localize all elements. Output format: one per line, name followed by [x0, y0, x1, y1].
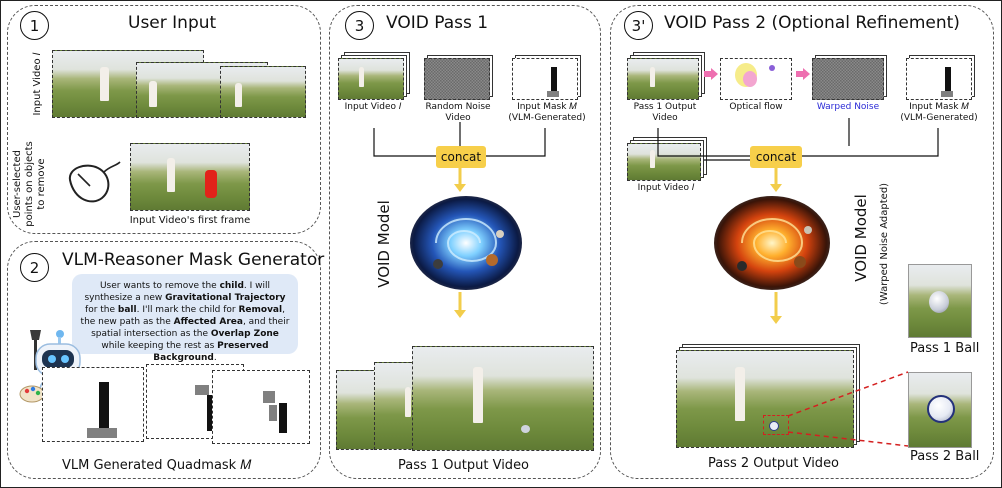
pass1-output-frame-main	[412, 346, 594, 451]
child-silhouette	[551, 67, 557, 93]
step-number-3: 3	[345, 11, 374, 40]
girl-figure	[650, 67, 655, 87]
panel-title-mask-generator: VLM-Reasoner Mask Generator	[62, 250, 325, 270]
pass1-concat-box: concat	[436, 146, 486, 168]
girl-figure	[405, 387, 411, 417]
pink-arrow-1	[704, 68, 718, 80]
warped-noise-label: Warped Noise	[816, 102, 880, 112]
bubble-text: . I'll mark the child for	[136, 305, 239, 315]
bubble-text: , the new path as the	[80, 305, 285, 327]
panel-title-void-pass-2: VOID Pass 2 (Optional Refinement)	[664, 13, 960, 33]
pass2-concat-box: concat	[750, 146, 802, 168]
bubble-keyword: Removal	[238, 305, 283, 315]
child-silhouette	[279, 403, 287, 433]
bubble-keyword: Preserved Background	[153, 341, 269, 363]
overlap-zone-gray	[269, 405, 277, 421]
bubble-text: , and their spatial intersection as the	[91, 317, 290, 339]
first-frame-label: Input Video's first frame	[129, 215, 251, 226]
mouse-icon	[68, 161, 121, 203]
pass1-input-video-thumb	[338, 58, 404, 100]
pass1-mask-thumb	[512, 58, 578, 100]
selected-child-red	[205, 170, 217, 198]
void-model-vortex-blue	[410, 196, 522, 290]
girl-figure	[100, 67, 109, 101]
child-silhouette	[207, 395, 215, 431]
random-noise-label: Random Noise Video	[425, 102, 491, 123]
affected-area-gray	[195, 385, 209, 395]
first-frame-image	[130, 143, 250, 211]
bubble-text: while keeping the rest as	[101, 341, 218, 351]
pass2-ball	[927, 395, 955, 423]
panel-user-input	[7, 5, 321, 234]
girl-figure	[735, 367, 745, 421]
pass1-ball-caption: Pass 1 Ball	[910, 341, 980, 356]
pass2-mask-label: Input Mask 𝑀 (VLM-Generated)	[900, 102, 978, 123]
panel-title-void-pass-1: VOID Pass 1	[386, 13, 489, 33]
quadmask-frame-1	[42, 367, 144, 442]
ball-zoom-box	[763, 415, 789, 435]
pass1-input-video-label: Input Video 𝐼	[344, 102, 402, 112]
pass2-output-frame	[676, 350, 854, 448]
affected-area-gray	[263, 391, 275, 403]
pass2-mask-thumb	[906, 58, 972, 100]
optical-flow-label: Optical flow	[729, 102, 783, 112]
child-silhouette	[99, 382, 109, 434]
child-silhouette	[945, 67, 951, 93]
flow-blob-pink	[743, 71, 757, 87]
panel-title-user-input: User Input	[128, 13, 217, 33]
flow-blob-purple	[769, 65, 775, 71]
pink-arrow-2	[796, 68, 810, 80]
pass2-ball-caption: Pass 2 Ball	[910, 449, 980, 464]
pass1-mask-label: Input Mask 𝑀 (VLM-Generated)	[508, 102, 586, 123]
pass1-ball	[929, 291, 949, 313]
pass2-pass1-output-label: Pass 1 Output Video	[633, 102, 697, 123]
bubble-text: User wants to remove the	[99, 281, 220, 291]
ball-object	[521, 425, 530, 433]
bubble-text: . I will synthesize a new	[84, 281, 271, 303]
bubble-keyword: Affected Area	[173, 317, 243, 327]
panel-void-pass-2	[610, 5, 994, 479]
random-noise-thumb	[424, 58, 490, 100]
girl-figure	[167, 158, 175, 192]
optical-flow-thumb	[720, 58, 792, 100]
quadmask-frame-3	[212, 370, 310, 444]
pass2-ball-crop	[908, 372, 972, 448]
overlap-zone-gray	[547, 91, 559, 97]
pass2-pass1-output-thumb	[627, 58, 699, 100]
girl-figure	[235, 83, 242, 107]
pass1-output-caption: Pass 1 Output Video	[398, 458, 530, 473]
warped-noise-thumb	[812, 58, 884, 100]
girl-figure	[149, 81, 157, 107]
bubble-keyword: ball	[117, 305, 137, 315]
girl-figure	[359, 67, 364, 87]
bubble-text: for the	[85, 305, 118, 315]
overlap-zone-gray	[87, 428, 117, 438]
panel-void-pass-1	[329, 5, 601, 479]
panel-mask-generator	[7, 241, 321, 479]
bubble-text: .	[213, 353, 217, 363]
reasoning-bubble: User wants to remove the child. I will s…	[72, 274, 298, 363]
pass2-output-caption: Pass 2 Output Video	[708, 456, 840, 471]
pass1-ball-crop	[908, 264, 972, 338]
input-video-frame-3	[220, 66, 306, 118]
pass2-input-video-thumb	[627, 143, 701, 181]
girl-figure	[650, 150, 655, 168]
bubble-keyword: Overlap Zone	[210, 329, 279, 339]
step-number-2: 2	[20, 253, 49, 282]
bubble-keyword: Gravitational Trajectory	[165, 293, 286, 303]
pass2-input-video-label: Input Video 𝐼	[637, 183, 695, 193]
quadmask-caption: VLM Generated Quadmask 𝑀	[62, 458, 252, 473]
step-number-1: 1	[20, 11, 49, 40]
void-model-vortex-orange	[714, 196, 830, 290]
girl-figure	[473, 367, 483, 423]
overlap-zone-gray	[941, 91, 953, 97]
ball-object	[769, 421, 779, 431]
bubble-keyword: child	[219, 281, 244, 291]
step-number-3-prime: 3'	[624, 11, 653, 40]
